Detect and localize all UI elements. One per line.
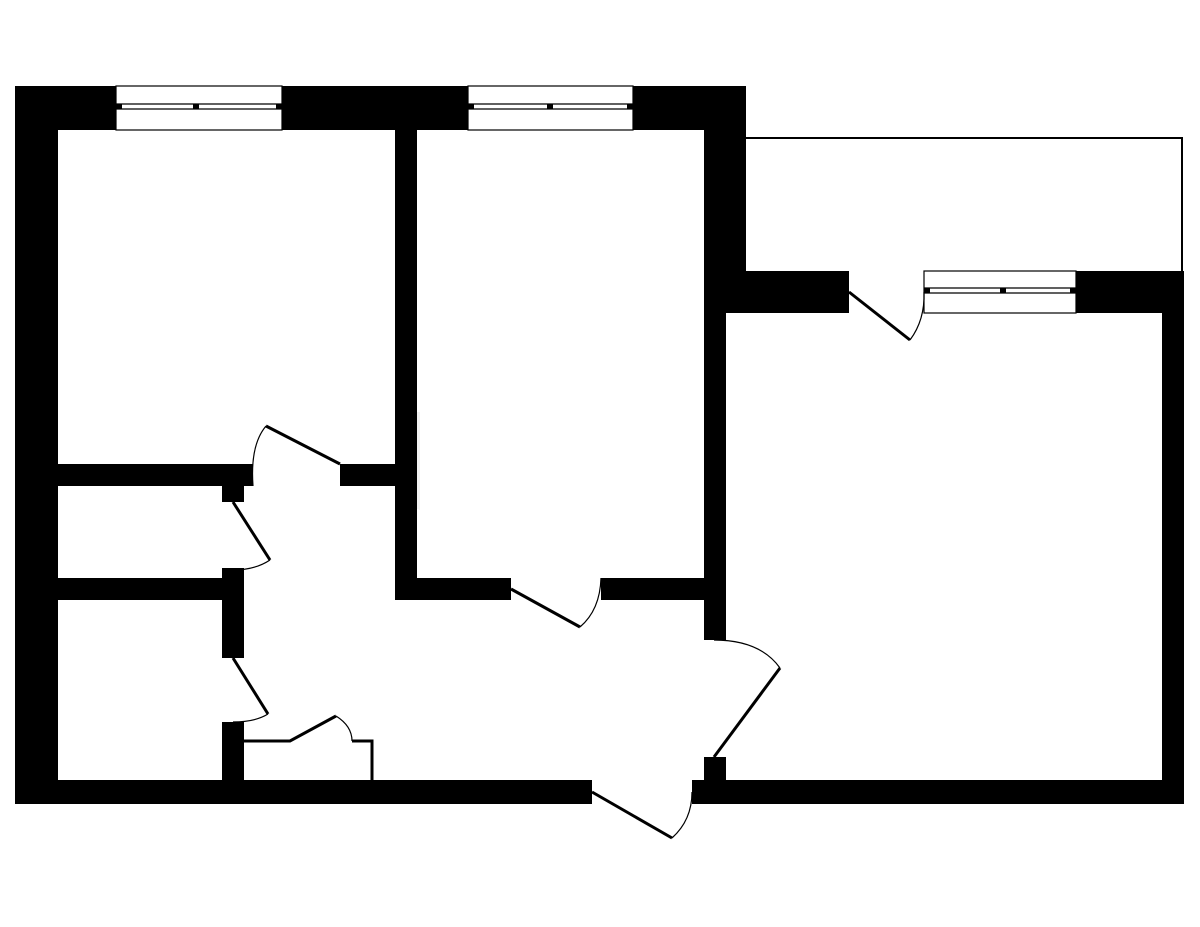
wall-storage-bathroom [15, 578, 244, 600]
wall-room2-right-lower [704, 271, 726, 640]
wall-top-2 [282, 86, 468, 130]
door-entrance [591, 790, 693, 840]
wall-bottom-left [15, 780, 592, 804]
door-bathroom [231, 657, 270, 723]
door-room1 [251, 424, 341, 487]
door-balcony [848, 290, 925, 342]
balcony [745, 137, 1183, 271]
wall-bottom-right [692, 780, 1184, 804]
closet-door-arc [335, 715, 353, 742]
wall-room3-top-right [1076, 271, 1184, 313]
door-room2 [510, 577, 602, 629]
window-room2 [467, 85, 634, 131]
wall-storage-jamb-top [222, 464, 244, 502]
wall-room1-bottom [15, 464, 253, 486]
wall-room2-bottom-right [601, 578, 726, 600]
wall-room3-door-jamb [704, 757, 726, 804]
door-room3 [712, 639, 782, 758]
door-storage [231, 501, 272, 571]
wall-room2-bottom-left [395, 578, 511, 600]
wall-room1-room2 [395, 86, 417, 600]
balcony-outline [745, 137, 1183, 271]
closet [244, 714, 374, 780]
wall-bathroom-jamb [222, 568, 244, 658]
wall-room1-stub [340, 464, 417, 486]
windows [115, 85, 1077, 314]
wall-right [1162, 271, 1184, 804]
wall-left [15, 86, 58, 804]
walls [15, 86, 1184, 804]
closet-wall [352, 739, 374, 780]
doors [231, 290, 925, 840]
closet-door-leaf [244, 714, 337, 743]
wall-bathroom-jamb-bottom [222, 722, 244, 804]
window-room3 [923, 270, 1077, 314]
window-room1 [115, 85, 283, 131]
